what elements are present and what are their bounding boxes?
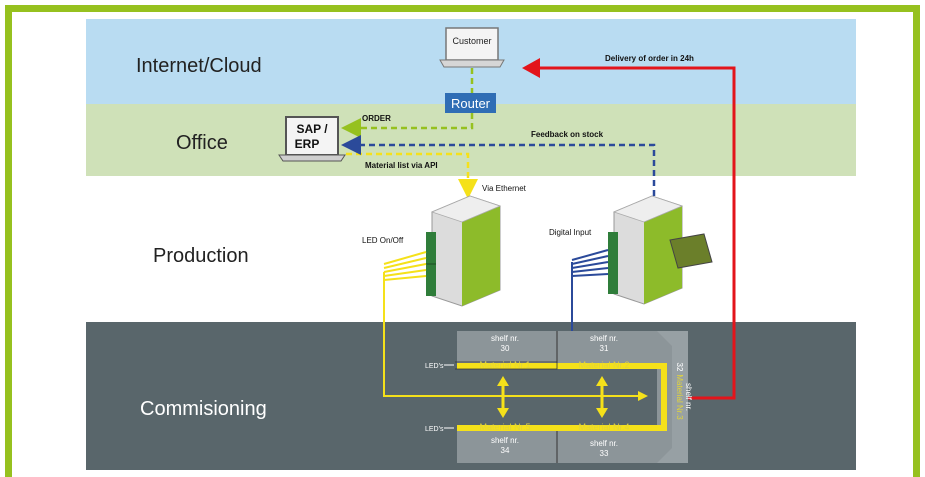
material-list-label: Material list via API <box>365 161 438 170</box>
ethernet-label: Via Ethernet <box>482 184 527 193</box>
shelf-31-name: shelf nr. <box>590 334 618 343</box>
led-wires <box>383 251 640 397</box>
shelf-32-number: 32 <box>675 363 684 372</box>
delivery-connection <box>538 66 736 400</box>
shelf-31-number: 31 <box>600 344 609 353</box>
shelf-arrow-left-head-up <box>497 376 509 386</box>
shelf-arrow-right-head-up <box>596 376 608 386</box>
material-4-label: Material Nr.4 <box>578 422 629 432</box>
sap-label-line2: ERP <box>295 137 320 151</box>
material-3-label: Material Nr.3 <box>675 374 684 420</box>
shelf-34-number: 34 <box>501 446 510 455</box>
feedback-label: Feedback on stock <box>531 130 604 139</box>
delivery-arrowhead <box>522 58 540 78</box>
material-1-slot-outline <box>455 361 558 370</box>
shelf-arrow-left-head-down <box>497 408 509 418</box>
digital-input-label: Digital Input <box>549 228 592 237</box>
shelf-32-name: shelf nr. <box>684 383 693 411</box>
material-list-connection <box>346 152 478 199</box>
led-on-off-label: LED On/Off <box>362 236 404 245</box>
customer-label: Customer <box>452 36 491 46</box>
feedback-connection <box>341 135 656 196</box>
shelf-34-name: shelf nr. <box>491 436 519 445</box>
shelf-32-bevel <box>657 331 688 463</box>
layer-label-commissioning: Commisioning <box>140 398 267 420</box>
material-2-label: Material Nr.2 <box>578 360 629 370</box>
shelf-30-number: 30 <box>501 344 510 353</box>
digital-input-wires <box>571 249 609 332</box>
layer-label-cloud: Internet/Cloud <box>136 55 262 77</box>
leds-label-bottom: LED's <box>425 426 444 433</box>
shelf-33-number: 33 <box>600 449 609 458</box>
layer-label-office: Office <box>176 132 228 154</box>
led-io-module-icon <box>426 195 502 307</box>
shelf-30-name: shelf nr. <box>491 334 519 343</box>
led-strip <box>457 363 667 431</box>
router-label: Router <box>451 96 491 111</box>
delivery-label: Delivery of order in 24h <box>605 54 694 63</box>
order-label: ORDER <box>362 114 391 123</box>
sap-label-line1: SAP / <box>296 122 328 136</box>
customer-laptop-icon <box>439 27 505 68</box>
material-5-label: Material Nr.5 <box>479 422 530 432</box>
leds-label-top: LED's <box>425 363 444 370</box>
led-line-arrowhead <box>638 391 648 401</box>
shelf-arrow-right-head-down <box>596 408 608 418</box>
shelf-33-name: shelf nr. <box>590 439 618 448</box>
digital-input-module-icon <box>608 195 713 305</box>
material-1-label: Material Nr.1 <box>479 360 530 370</box>
layer-label-production: Production <box>153 245 249 267</box>
router-box <box>445 93 496 113</box>
order-connection <box>346 68 474 128</box>
